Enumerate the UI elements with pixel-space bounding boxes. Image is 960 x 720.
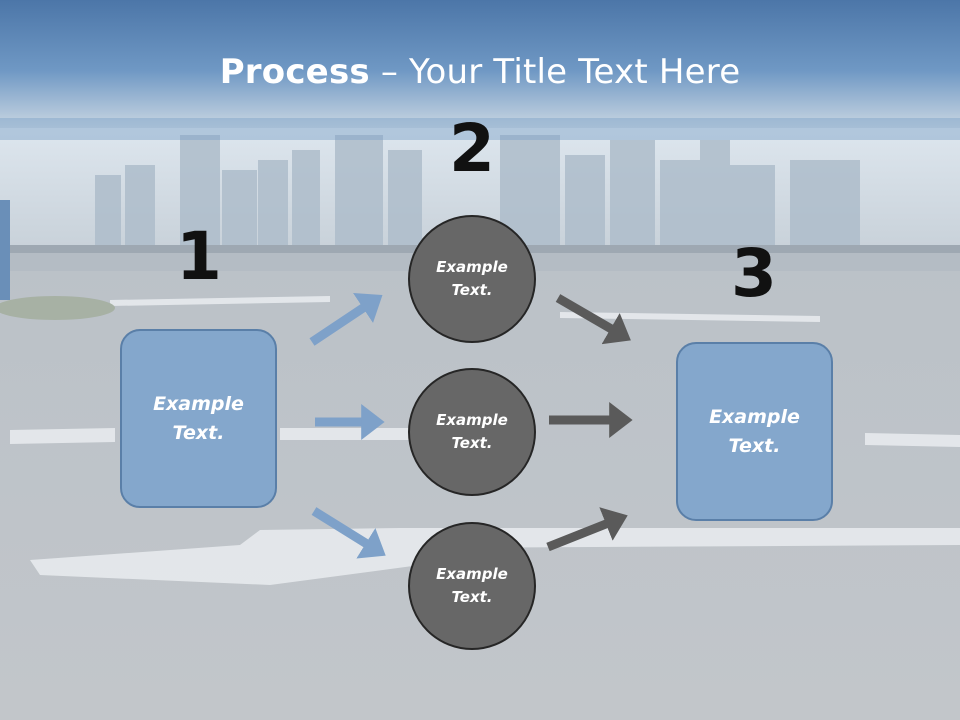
title-bold-text: Process — [219, 52, 370, 92]
step-number-3: 3 — [731, 235, 777, 312]
arrow-circle-bottom-to-box3 — [546, 507, 628, 552]
circle-top-text: Example Text. — [436, 258, 508, 299]
step-box-1: Example Text. — [120, 329, 277, 508]
step-box-3: Example Text. — [676, 342, 833, 521]
step-box-3-text: Example Text. — [709, 405, 800, 457]
circle-middle: Example Text. — [408, 368, 536, 496]
circle-bottom: Example Text. — [408, 522, 536, 650]
circle-top: Example Text. — [408, 215, 536, 343]
arrow-circle-top-to-box3 — [555, 294, 631, 345]
step-number-2: 2 — [449, 110, 495, 187]
circle-middle-text: Example Text. — [436, 411, 508, 452]
arrow-box1-to-circle-bottom — [311, 507, 386, 559]
step-box-1-text: Example Text. — [153, 392, 244, 444]
circle-bottom-text: Example Text. — [436, 565, 508, 606]
step-number-1: 1 — [176, 218, 222, 295]
slide-title: Process – Your Title Text Here — [0, 52, 960, 92]
title-rest-text: – Your Title Text Here — [369, 52, 741, 92]
arrow-box1-to-circle-top — [309, 293, 383, 346]
